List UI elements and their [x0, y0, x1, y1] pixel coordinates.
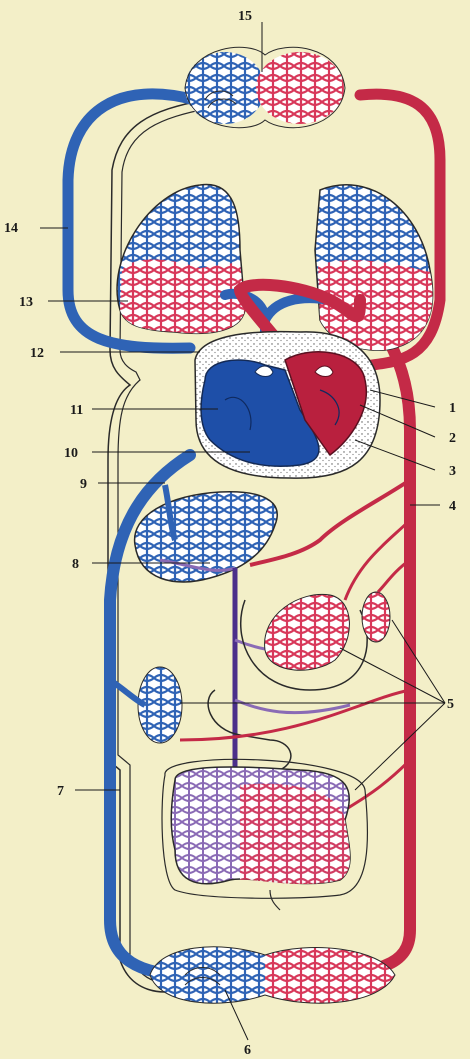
label-15: 15	[238, 9, 252, 24]
label-14: 14	[4, 221, 18, 236]
label-1: 1	[449, 401, 456, 416]
label-3: 3	[449, 464, 456, 479]
label-9: 9	[80, 477, 87, 492]
leader-5d	[355, 703, 445, 790]
label-13: 13	[19, 295, 33, 310]
label-5: 5	[447, 697, 454, 712]
leader-3	[355, 440, 435, 470]
lower-capillaries-arterial	[265, 948, 395, 1004]
intestine-tail	[270, 890, 280, 910]
label-4: 4	[449, 499, 456, 514]
mesenteric-artery	[345, 760, 410, 810]
renal-artery	[180, 690, 410, 740]
label-6: 6	[244, 1043, 251, 1058]
stomach-capillaries	[265, 594, 350, 670]
label-10: 10	[64, 446, 78, 461]
lower-capillaries-venous	[150, 947, 265, 1003]
label-12: 12	[30, 346, 44, 361]
label-8: 8	[72, 557, 79, 572]
leader-5b	[392, 620, 445, 703]
gastric-artery	[345, 520, 410, 600]
label-11: 11	[70, 403, 83, 418]
spleen-capillaries	[362, 592, 390, 642]
head-capillaries-arterial	[256, 52, 344, 124]
label-7: 7	[57, 784, 64, 799]
label-2: 2	[449, 431, 456, 446]
